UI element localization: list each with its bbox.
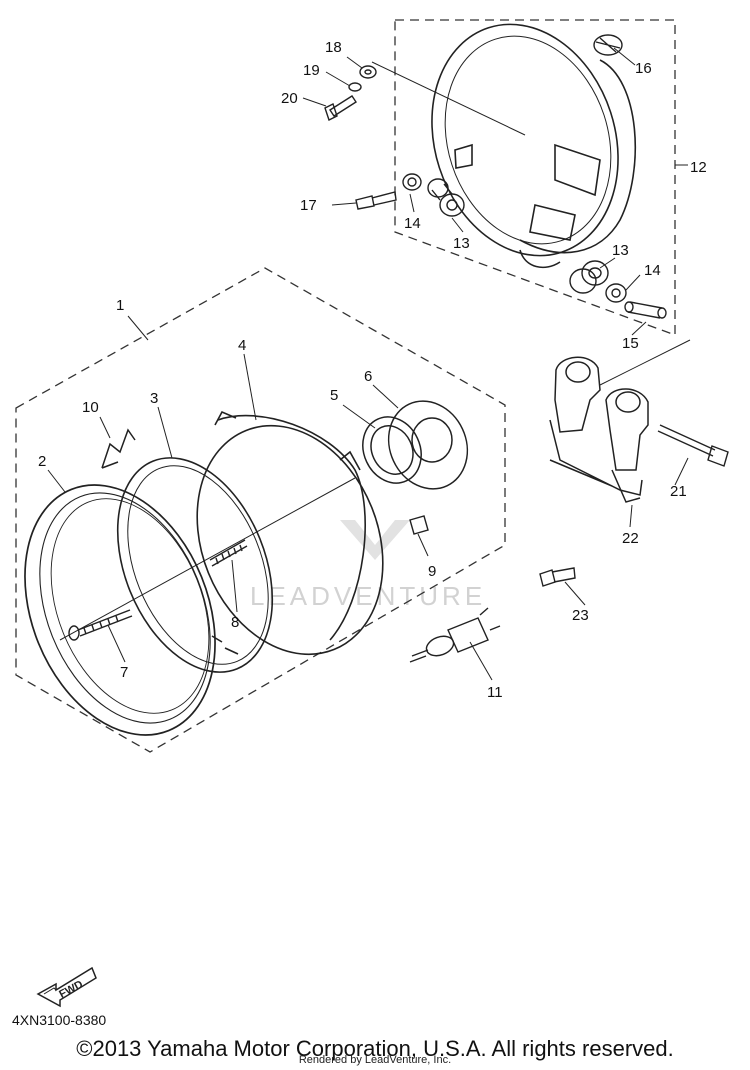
part-9-clip bbox=[409, 515, 429, 535]
callout-3: 3 bbox=[150, 390, 158, 407]
copyright-notice: ©2013 Yamaha Motor Corporation, U.S.A. A… bbox=[76, 1036, 674, 1061]
callout-14-left: 14 bbox=[404, 215, 421, 232]
callout-7: 7 bbox=[120, 664, 128, 681]
callout-11: 11 bbox=[487, 684, 503, 701]
callout-10: 10 bbox=[82, 399, 99, 416]
callout-2: 2 bbox=[38, 453, 46, 470]
part-13-damper-left bbox=[427, 178, 465, 217]
part-15-pin bbox=[624, 301, 667, 319]
callout-1: 1 bbox=[116, 297, 124, 314]
callout-15: 15 bbox=[622, 335, 639, 352]
fwd-label: FWD bbox=[57, 978, 85, 1000]
part-10-clip bbox=[101, 428, 136, 469]
part-13-damper-right bbox=[569, 260, 609, 294]
callout-labels: 1 2 3 4 5 6 7 8 9 10 11 12 13 13 14 14 1… bbox=[38, 39, 707, 701]
callout-14-right: 14 bbox=[644, 262, 661, 279]
diagram-part-code: 4XN3100-8380 bbox=[12, 1012, 107, 1028]
part-6-socket-cover bbox=[387, 400, 469, 490]
callout-13-right: 13 bbox=[612, 242, 629, 259]
part-21-bolt bbox=[657, 424, 729, 467]
part-23-bolt bbox=[539, 567, 576, 587]
forward-arrow-icon: FWD bbox=[34, 960, 104, 1015]
part-11-bulb bbox=[409, 607, 501, 663]
part-7-screw bbox=[68, 609, 133, 641]
watermark: LEADVENTURE bbox=[250, 520, 486, 611]
callout-5: 5 bbox=[330, 387, 338, 404]
callout-18: 18 bbox=[325, 39, 342, 56]
callout-21: 21 bbox=[670, 483, 687, 500]
callout-6: 6 bbox=[364, 368, 372, 385]
part-5-bulb-holder bbox=[362, 416, 422, 484]
part-14-collar-right bbox=[605, 283, 627, 303]
housing-group-outline bbox=[394, 19, 676, 336]
part-18-washer bbox=[359, 65, 377, 79]
callout-20: 19 bbox=[303, 62, 320, 79]
callout-4: 4 bbox=[238, 337, 246, 354]
part-4-lens-unit bbox=[196, 410, 384, 656]
part-8-spring bbox=[209, 539, 248, 567]
part-20-lockwasher bbox=[348, 82, 362, 92]
part-16-grommet bbox=[593, 34, 623, 56]
callout-19: 20 bbox=[281, 90, 298, 107]
part-17-screw bbox=[355, 191, 397, 210]
rendered-by-notice: Rendered by LeadVenture, Inc. bbox=[298, 1054, 452, 1066]
part-22-bracket bbox=[549, 356, 649, 503]
part-14-collar-left bbox=[402, 173, 422, 191]
watermark-text: LEADVENTURE bbox=[250, 581, 486, 611]
headlight-unit-group-outline bbox=[15, 267, 506, 753]
callout-9: 9 bbox=[428, 563, 436, 580]
part-3-rim bbox=[116, 457, 274, 673]
part-2-outer-rim bbox=[24, 484, 216, 736]
callout-23: 23 bbox=[572, 607, 589, 624]
callout-12: 12 bbox=[690, 159, 707, 176]
headlight-housing bbox=[431, 23, 637, 269]
leader-lines bbox=[47, 47, 691, 681]
callout-13-left: 13 bbox=[453, 235, 470, 252]
part-19-bolt bbox=[324, 95, 357, 121]
callout-8: 8 bbox=[231, 614, 239, 631]
callout-16: 16 bbox=[635, 60, 652, 77]
callout-17: 17 bbox=[300, 197, 317, 214]
callout-22: 22 bbox=[622, 530, 639, 547]
